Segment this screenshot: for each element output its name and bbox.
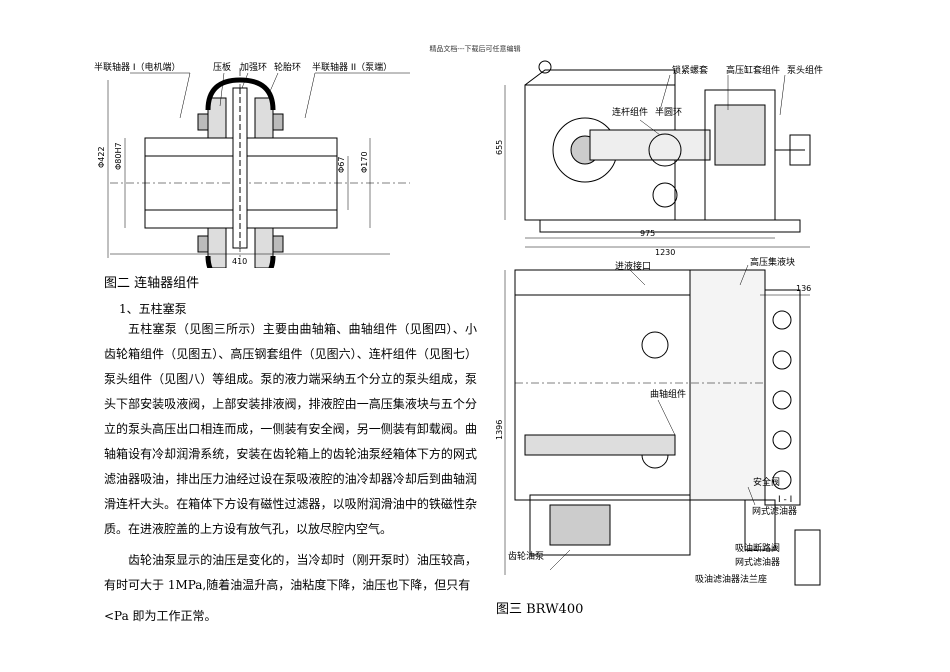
dim-d422: Φ422	[97, 146, 106, 168]
paragraph-3: <Pa 即为工作正常。	[104, 609, 217, 623]
body-paragraphs: 五柱塞泵（见图三所示）主要由曲轴箱、曲轴组件（见图四）、小齿轮箱组件（见图五）、…	[104, 317, 477, 629]
label-lock-nut: 锁紧螺套	[672, 64, 708, 76]
label-safety-valve: 安全阀	[753, 476, 780, 488]
dim-w410: 410	[232, 257, 247, 266]
dim-w1230: 1230	[655, 248, 675, 255]
label-crankshaft: 曲轴组件	[650, 388, 686, 400]
label-suction-valve: 吸油断路阀	[735, 542, 780, 554]
dim-d67: Φ67	[337, 157, 346, 173]
label-inlet: 进液接口	[615, 260, 651, 272]
label-half-ring: 半圆环	[655, 106, 682, 118]
paragraph-2: 齿轮油泵显示的油压是变化的，当冷却时（刚开泵时）油压较高，有时可大于 1MPa,…	[104, 553, 477, 592]
pump-top-view-drawing: 进液接口 高压集液块 136 曲轴组件 1396 安全阀 I - I 网式滤油器…	[495, 256, 821, 586]
dim-h655: 655	[495, 140, 504, 155]
dim-d136: 136	[796, 284, 811, 293]
dim-d80: Φ80H7	[114, 142, 123, 170]
pump-side-view-drawing: 锁紧螺套 高压缸套组件 泵头组件 连杆组件 半圆环 655 975 1230	[495, 60, 823, 255]
dim-h1396: 1396	[495, 420, 504, 440]
label-hp-cylinder: 高压缸套组件	[726, 64, 780, 76]
label-suction-flange: 吸油滤油器法兰座	[695, 573, 767, 585]
label-pump-head: 泵头组件	[787, 64, 823, 76]
label-press-plate: 压板	[213, 61, 231, 73]
label-tire-ring: 轮胎环	[274, 61, 301, 73]
figure3-caption: 图三 BRW400	[496, 602, 584, 617]
section-heading: 1、五柱塞泵	[119, 302, 187, 316]
paragraph-1: 五柱塞泵（见图三所示）主要由曲轴箱、曲轴组件（见图四）、小齿轮箱组件（见图五）、…	[104, 322, 477, 536]
figure2-caption: 图二 连轴器组件	[104, 276, 200, 291]
label-half-motor: 半联轴器 I（电机端）	[94, 61, 181, 73]
label-mesh-filter-2: 网式滤油器	[735, 556, 780, 568]
page-header-note: 精品文档---下载后可任意编辑	[429, 45, 521, 53]
dim-d170: Φ170	[360, 151, 369, 173]
label-half-pump: 半联轴器 II（泵端）	[312, 61, 392, 73]
dim-w975: 975	[640, 229, 655, 238]
label-mesh-filter: 网式滤油器	[752, 505, 797, 517]
label-reinforce-ring: 加强环	[240, 62, 267, 73]
label-section-11: I - I	[778, 495, 792, 505]
label-gear-pump: 齿轮油泵	[508, 550, 544, 562]
coupling-drawing: 半联轴器 I（电机端） 压板 加强环 轮胎环 半联轴器 II（泵端） Φ422 …	[94, 61, 410, 268]
label-conn-rod: 连杆组件	[612, 106, 648, 118]
label-hp-manifold: 高压集液块	[750, 256, 795, 268]
